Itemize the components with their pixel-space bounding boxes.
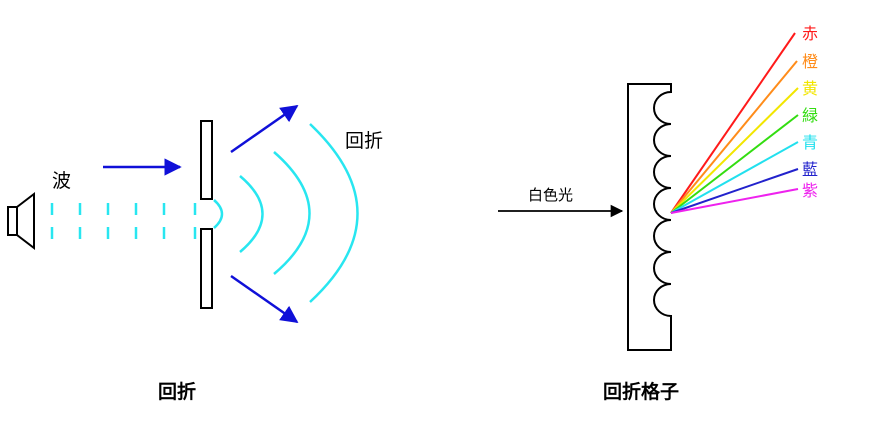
incoming-wave-fronts <box>50 203 197 239</box>
incident-light-label: 白色光 <box>528 186 573 204</box>
spectrum-label-orange: 橙 <box>802 52 818 71</box>
right-diagram: 白色光 赤 橙 黄 緑 青 藍 <box>498 24 818 403</box>
diffracted-arrow-up <box>230 104 299 154</box>
ray-green <box>670 114 799 214</box>
spectrum-label-violet: 紫 <box>802 181 818 200</box>
wave-label: 波 <box>52 170 71 192</box>
ray-cyan <box>670 141 799 214</box>
left-caption: 回折 <box>158 381 196 403</box>
spectrum-rays <box>670 32 799 214</box>
diffracted-arrow-down <box>230 274 299 324</box>
spectrum-label-red: 赤 <box>802 24 818 43</box>
slit-barrier <box>200 120 213 309</box>
right-caption: 回折格子 <box>603 380 679 403</box>
ray-red <box>670 32 796 214</box>
spectrum-labels: 赤 橙 黄 緑 青 藍 紫 <box>802 24 818 200</box>
ray-orange <box>670 60 798 214</box>
diffracted-wave-fronts <box>213 123 359 303</box>
spectrum-label-indigo: 藍 <box>802 160 818 179</box>
ray-yellow <box>670 87 799 214</box>
left-diagram: 波 <box>7 104 383 403</box>
spectrum-label-cyan: 青 <box>802 133 818 152</box>
spectrum-label-green: 緑 <box>802 106 818 125</box>
ray-indigo <box>670 168 799 214</box>
diffraction-label: 回折 <box>345 130 383 152</box>
spectrum-label-yellow: 黄 <box>802 79 818 98</box>
ray-violet <box>670 188 799 214</box>
speaker-icon <box>7 191 35 251</box>
grating <box>627 83 672 351</box>
